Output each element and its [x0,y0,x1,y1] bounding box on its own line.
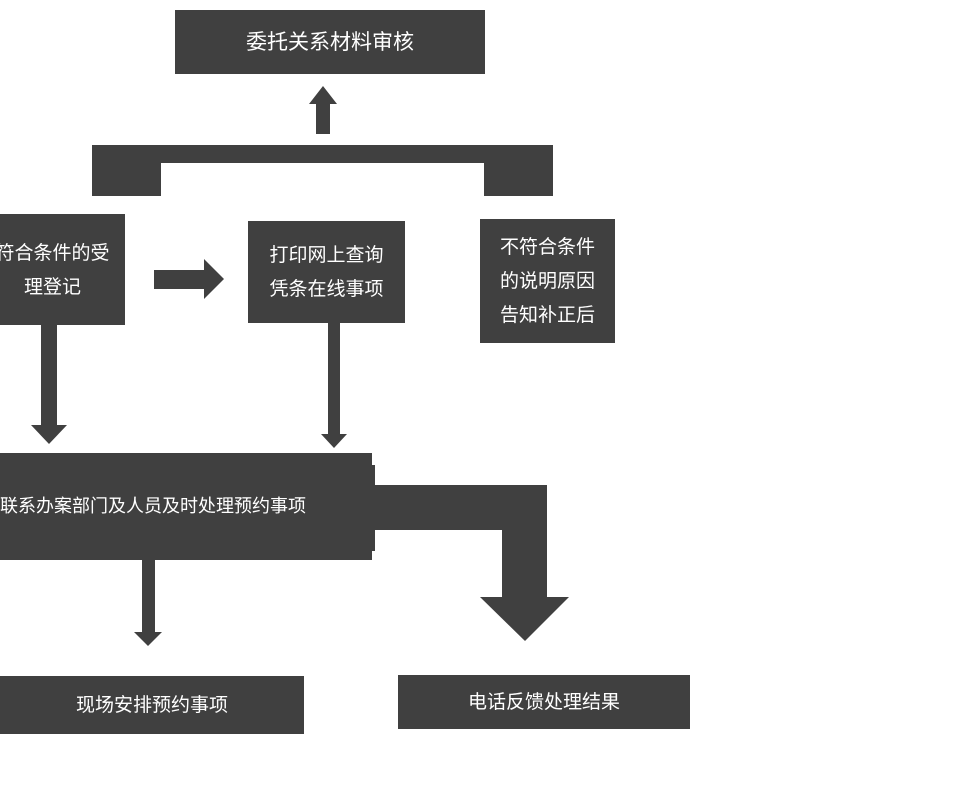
arrow-down-from-print [321,323,347,448]
branch-connector-bar [92,145,553,163]
node-onsite-arrangement: 现场安排预约事项 [0,676,304,734]
node-unqualified-line-3: 告知补正后 [499,304,595,326]
node-unqualified-explanation: 不符合条件 的说明原因 告知补正后 [480,219,615,343]
node-material-review: 委托关系材料审核 [175,10,485,74]
branch-connector-right-leg [484,145,553,196]
arrow-down-from-qualified [31,325,67,444]
node-contact-department: 联系办案部门及人员及时处理预约事项 [0,453,372,560]
node-contact-department-label: 联系办案部门及人员及时处理预约事项 [0,495,306,517]
node-print-receipt: 打印网上查询 凭条在线事项 [248,221,405,323]
node-print-line-2: 凭条在线事项 [269,278,384,300]
node-onsite-arrangement-label: 现场安排预约事项 [75,694,228,716]
node-print-line-1: 打印网上查询 [269,244,384,266]
arrow-down-to-phone [480,597,569,641]
node-material-review-label: 委托关系材料审核 [246,30,414,54]
node-phone-feedback-label: 电话反馈处理结果 [467,691,620,713]
node-qualified-line-2: 理登记 [23,275,81,298]
node-unqualified-line-1: 不符合条件 [499,236,595,258]
branch-connector-left-leg [92,145,161,196]
arrow-up-to-review [309,86,337,134]
node-unqualified-line-2: 的说明原因 [499,270,595,292]
arrow-down-to-onsite [134,560,162,646]
node-qualified-line-1: 符合条件的受 [0,241,110,264]
elbow-connector-vertical [502,485,547,600]
node-phone-feedback: 电话反馈处理结果 [398,675,690,729]
contact-box-right-edge [372,465,375,551]
arrow-right-to-print [154,259,224,299]
node-qualified-registration: 符合条件的受 理登记 [0,214,125,325]
